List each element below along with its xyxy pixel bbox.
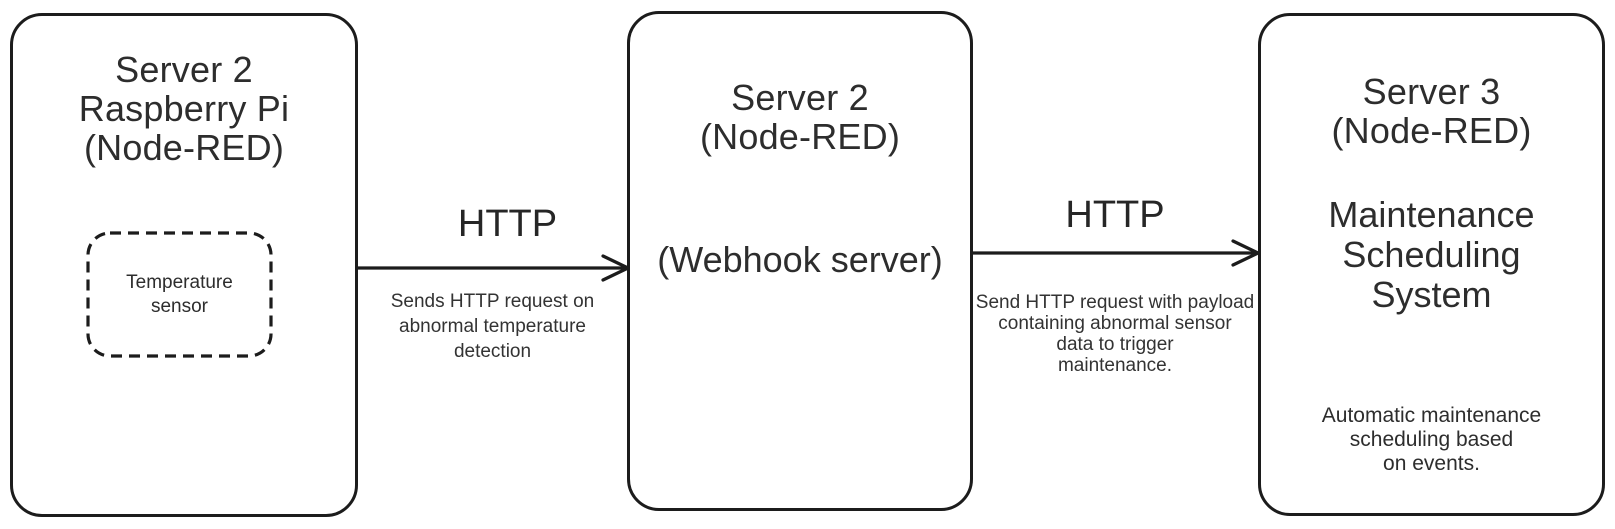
connection-description: Sends HTTP request on abnormal temperatu…: [390, 291, 595, 362]
arrow-head: [1231, 239, 1260, 267]
node-title: Server 2 Raspberry Pi (Node-RED): [78, 49, 290, 168]
http-protocol-label: HTTP: [1065, 194, 1165, 236]
webhook-server-subtitle: (Webhook server): [657, 239, 943, 280]
connection-description: Send HTTP request with payload containin…: [975, 292, 1255, 376]
http-arrow-1: [356, 254, 630, 282]
arrow-head: [601, 254, 630, 282]
node-server2-raspberry-pi: Server 2 Raspberry Pi (Node-RED) Tempera…: [10, 13, 358, 517]
temperature-sensor-label: Temperature sensor: [126, 271, 233, 317]
maintenance-system-name: Maintenance Scheduling System: [1328, 194, 1535, 315]
node-server3-maintenance: Server 3 (Node-RED) Maintenance Scheduli…: [1258, 13, 1605, 516]
node-title: Server 3 (Node-RED): [1331, 71, 1532, 151]
maintenance-system-note: Automatic maintenance scheduling based o…: [1321, 404, 1542, 475]
http-protocol-label: HTTP: [457, 203, 558, 245]
http-arrow-2: [971, 239, 1260, 267]
node-server2-webhook: Server 2 (Node-RED) (Webhook server): [627, 11, 973, 511]
temperature-sensor-box: Temperature sensor: [86, 231, 273, 358]
node-title: Server 2 (Node-RED): [699, 77, 901, 157]
